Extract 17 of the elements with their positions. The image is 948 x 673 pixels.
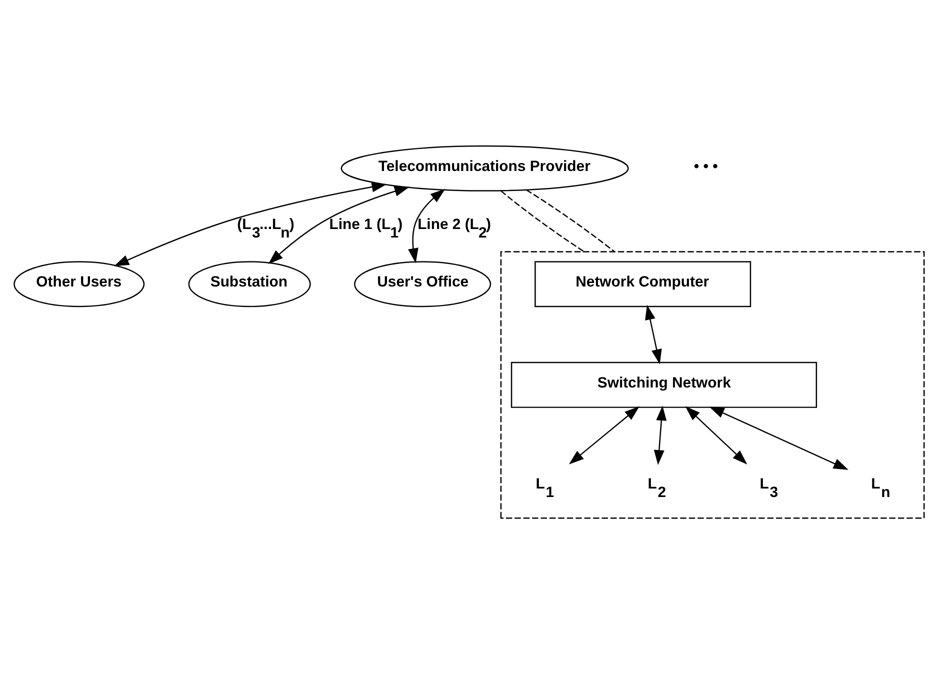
node-box: Switching Network [510, 361, 818, 408]
node-ellipse: User's Office [354, 260, 492, 307]
arrow [645, 304, 662, 364]
arrow [408, 188, 446, 263]
arrow [268, 186, 410, 264]
arrow [114, 181, 387, 266]
node-ellipse: Substation [188, 260, 311, 307]
connector [526, 188, 615, 252]
label: • • • [694, 157, 718, 174]
node-box: Network Computer [534, 260, 752, 307]
connector [500, 190, 585, 252]
cluster [500, 250, 925, 518]
arrow [568, 406, 640, 464]
arrow [709, 406, 848, 470]
arrow [685, 406, 748, 464]
arrow [654, 405, 667, 465]
node-ellipse: Other Users [14, 260, 145, 307]
